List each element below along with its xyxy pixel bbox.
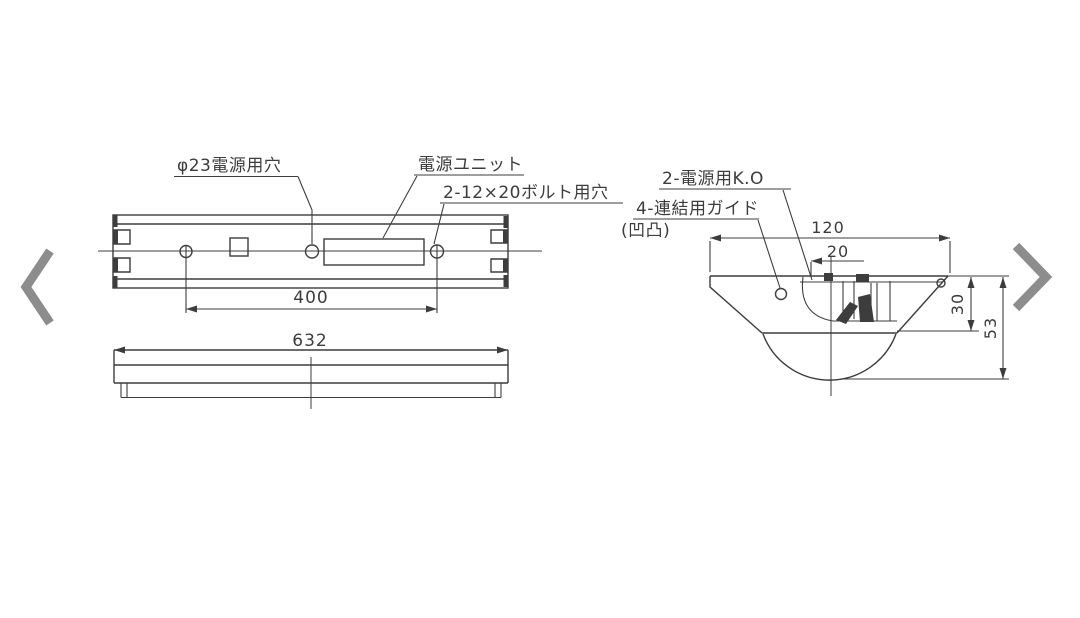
dim-632-text: 632 [292, 331, 327, 351]
lamp-dome [762, 333, 897, 381]
label-knockout: 2-電源用K.O [662, 169, 764, 189]
label-guide-note: (凹凸) [621, 221, 670, 241]
guide-hole [774, 287, 788, 301]
dim-30-text: 30 [948, 293, 967, 315]
label-guide: 4-連結用ガイド [636, 199, 759, 219]
top-view [98, 214, 542, 289]
label-power-hole: φ23電源用穴 [177, 156, 281, 176]
dim-120 [709, 234, 951, 273]
dim-400 [185, 245, 438, 313]
next-image-button[interactable] [1004, 240, 1056, 316]
front-view [113, 349, 509, 409]
callout-leaders [174, 174, 813, 289]
dim-120-text: 120 [811, 218, 845, 237]
power-unit-box [323, 238, 425, 266]
dim-53-text: 53 [981, 317, 1000, 339]
cable-opening [229, 237, 249, 257]
knockout-hole [936, 278, 946, 288]
section-view [709, 256, 949, 396]
dim-400-text: 400 [293, 288, 328, 308]
label-power-unit: 電源ユニット [418, 155, 523, 175]
dim-30 [897, 277, 979, 332]
chevron-left-icon [20, 248, 54, 326]
end-brackets [113, 215, 508, 288]
prev-image-button[interactable] [12, 244, 68, 330]
section-internals [801, 273, 897, 324]
label-bolt-holes: 2-12×20ボルト用穴 [443, 183, 608, 203]
chevron-right-icon [1012, 242, 1053, 312]
dim-632 [114, 346, 508, 354]
dim-53 [840, 275, 1009, 380]
dim-20 [810, 257, 864, 277]
power-hole-phi23 [304, 244, 320, 259]
dim-20-text: 20 [827, 242, 849, 261]
